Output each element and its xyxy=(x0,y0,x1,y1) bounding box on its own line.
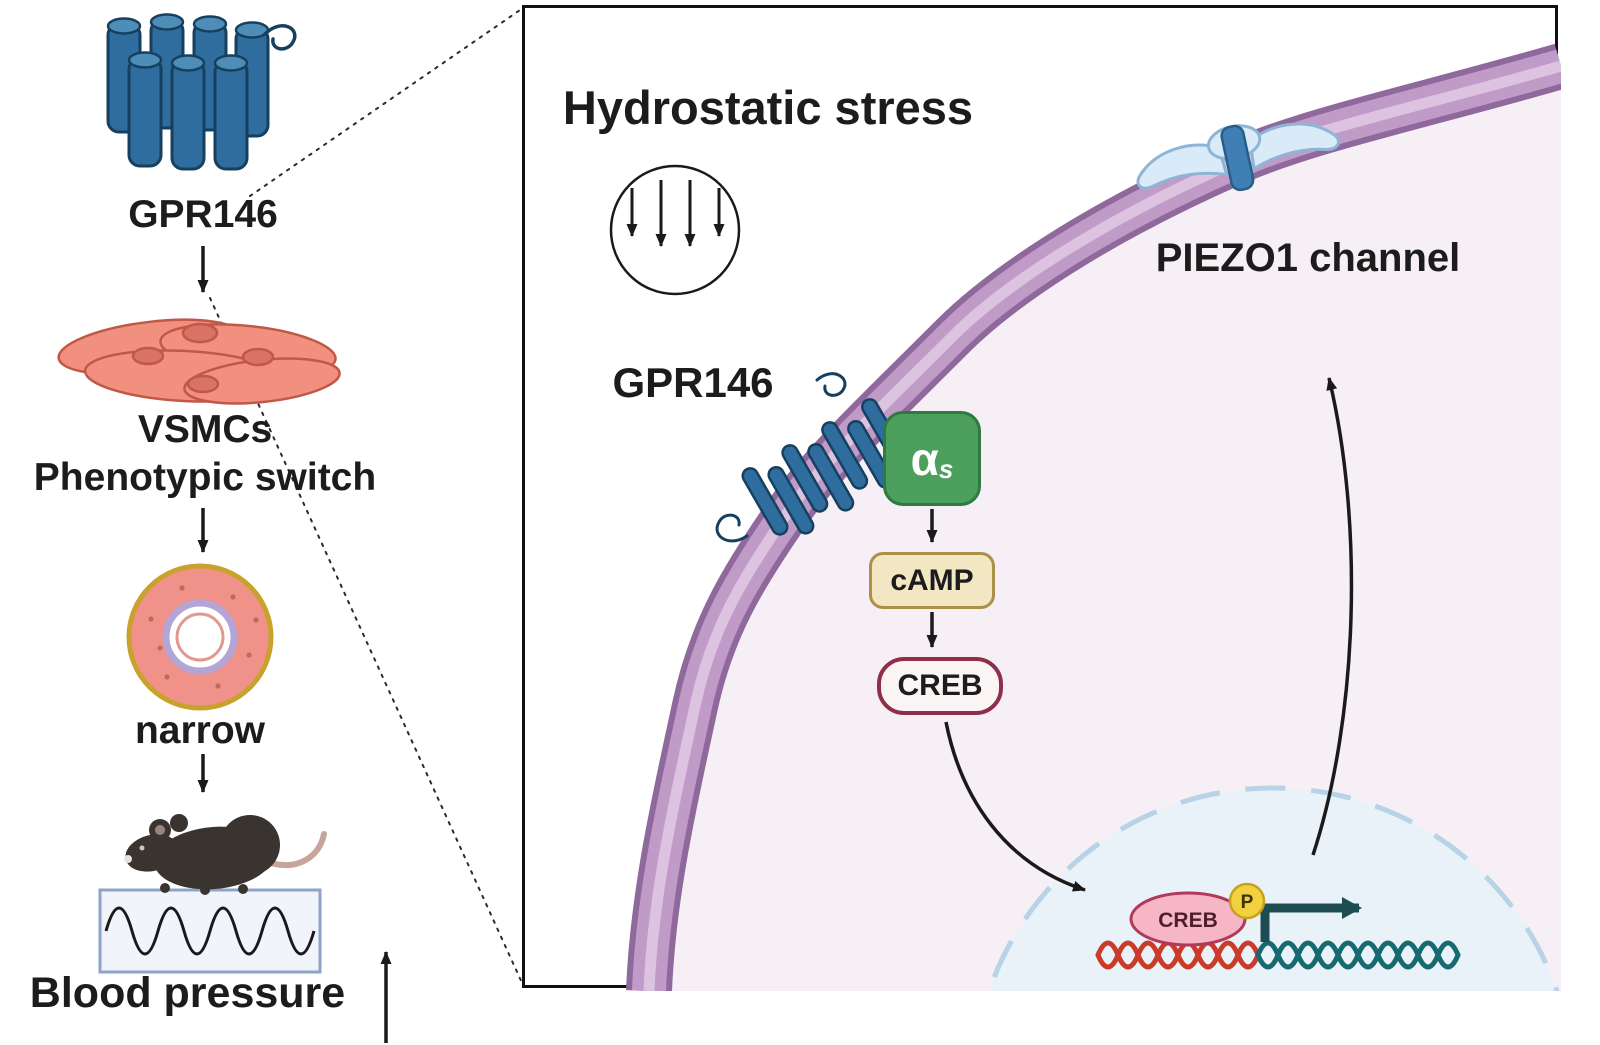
phospho-badge xyxy=(1228,882,1266,920)
vsmc-label: VSMCs Phenotypic switch xyxy=(0,406,410,501)
blood-pressure-label: Blood pressure xyxy=(29,969,346,1017)
vsmc-label-line2: Phenotypic switch xyxy=(33,455,377,499)
receptor-c-terminus-squiggle xyxy=(715,513,749,543)
gpcr-7tm-bundle-icon xyxy=(106,13,297,171)
creb-node: CREB xyxy=(877,657,1003,715)
phospho-creb-icon: CREB P xyxy=(1129,882,1266,947)
dna-double-helix xyxy=(1095,940,1461,970)
piezo1-channel-icon xyxy=(1131,113,1342,195)
zoom-guide-line-top xyxy=(249,7,524,197)
arrow-creb-to-nucleus xyxy=(944,721,1086,892)
pressure-wave xyxy=(104,906,316,956)
nucleus xyxy=(986,785,1560,991)
vessel-cross-section-icon xyxy=(126,563,274,711)
vsmc-label-line1: VSMCs xyxy=(137,408,273,451)
vsmc-cells-icon xyxy=(57,318,341,405)
blood-pressure-trace-icon xyxy=(98,888,322,974)
narrow-label: narrow xyxy=(134,709,266,752)
alpha-glyph: α xyxy=(910,432,939,485)
camp-node: cAMP xyxy=(869,552,995,609)
receptor-n-terminus-squiggle xyxy=(815,372,847,397)
zoom-panel: CREB P Hydrostatic stress GPR146 PIEZO1 … xyxy=(522,5,1561,991)
arrow-transcription-to-piezo1 xyxy=(1311,377,1354,856)
gpr146-label-panel: GPR146 xyxy=(612,359,774,406)
alpha-subscript: s xyxy=(938,454,954,484)
gpr146-label-left: GPR146 xyxy=(128,193,278,236)
g-protein-alpha-s-node: α s xyxy=(883,411,981,506)
gpcr-tail-squiggle xyxy=(263,24,297,51)
cell-interior xyxy=(649,66,1561,991)
mouse-icon xyxy=(124,814,327,895)
phospho-label: P xyxy=(1241,892,1254,913)
cell-illustration: CREB P xyxy=(609,8,1561,991)
zoom-guide-line-bottom xyxy=(209,297,524,986)
hydrostatic-stress-icon xyxy=(609,164,741,296)
hydrostatic-stress-label: Hydrostatic stress xyxy=(562,81,974,134)
piezo1-channel-label: PIEZO1 channel xyxy=(1155,236,1461,280)
nucleus-creb-label: CREB xyxy=(1158,909,1218,932)
transcription-start-arrow xyxy=(1260,897,1362,942)
